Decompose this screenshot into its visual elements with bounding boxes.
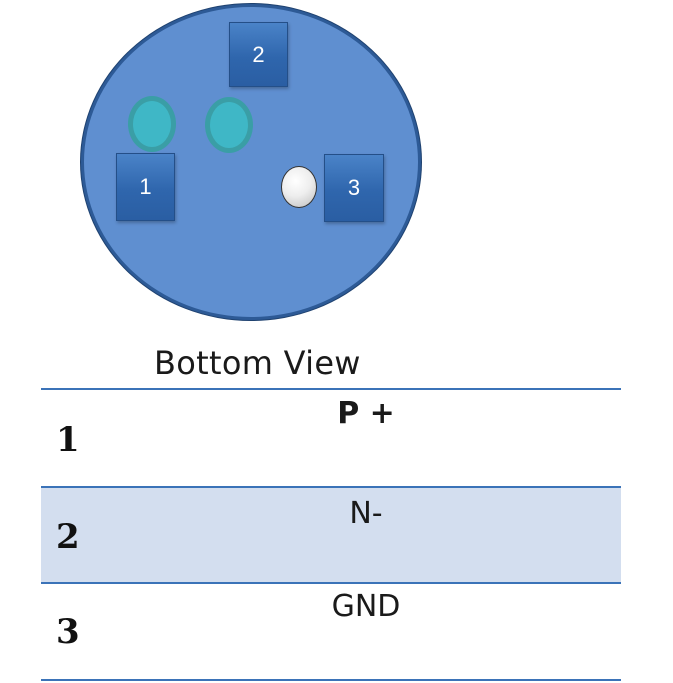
table-divider — [41, 582, 621, 584]
table-row-stripe — [41, 487, 621, 582]
pin-1-label: 1 — [116, 153, 175, 221]
table-divider — [41, 388, 621, 390]
pin-function: P + — [337, 396, 395, 431]
table-divider — [41, 679, 621, 681]
pin-number: 1 — [56, 420, 80, 460]
pin-2-contact — [205, 97, 253, 153]
pin-2-label: 2 — [229, 22, 288, 87]
pin-number: 2 — [56, 517, 80, 557]
table-divider — [41, 486, 621, 488]
pin-1-contact — [128, 96, 176, 152]
pin-function: N- — [349, 496, 383, 531]
pin-number: 3 — [56, 612, 80, 652]
pin-function: GND — [331, 589, 401, 624]
pin-3-contact — [281, 166, 317, 208]
view-title: Bottom View — [154, 344, 361, 382]
pin-3-label: 3 — [324, 154, 384, 222]
